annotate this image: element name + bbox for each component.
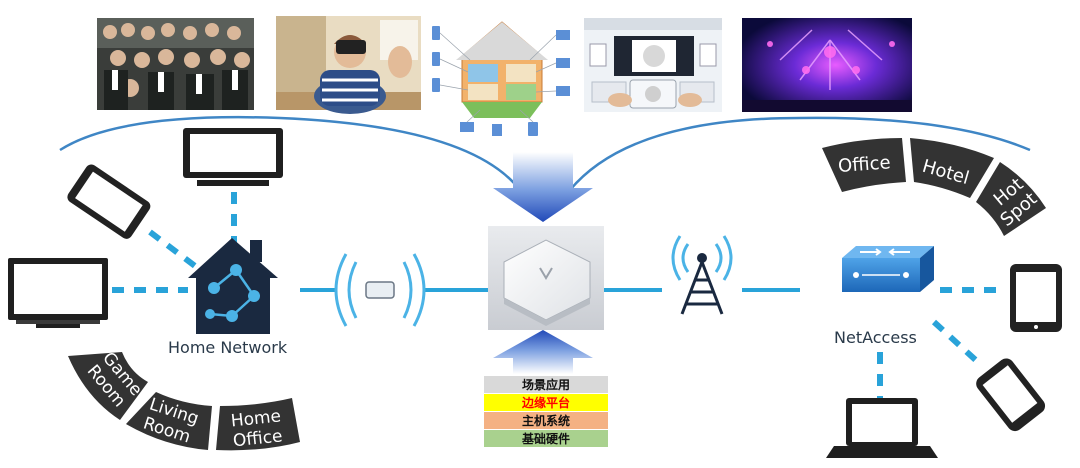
up-arrow-bottom <box>493 330 593 374</box>
stack-layer-label: 场景应用 <box>522 377 570 392</box>
down-arrow-top <box>493 152 593 222</box>
stack-layer-3 <box>484 430 608 447</box>
venue-segment-0 <box>822 138 906 192</box>
home-network-icon <box>188 238 278 334</box>
svg-text:Home Office: Home Office <box>230 406 289 452</box>
edge-gateway-device <box>488 226 604 330</box>
home-room-segment-0 <box>68 352 148 420</box>
net-access-label: NetAccess <box>834 328 917 347</box>
venue-segment-1 <box>910 138 994 198</box>
stack-layer-label: 边缘平台 <box>521 395 570 410</box>
cloud-arcs <box>59 115 1031 191</box>
smart-home-diagram <box>426 12 578 148</box>
home-network-label: Home Network <box>168 338 288 357</box>
router-icon <box>365 281 395 299</box>
vr-headset-photo <box>276 16 421 114</box>
cell-tower-icon <box>671 235 733 315</box>
venue-label: Office <box>837 152 891 177</box>
stack-layer-label: 主机系统 <box>522 413 570 428</box>
photo-strip <box>97 12 912 148</box>
group-photo <box>97 18 254 110</box>
stage-show-photo <box>742 18 912 112</box>
tablet-icon <box>67 164 151 239</box>
home-room-segment-2 <box>216 398 300 451</box>
stack-layer-1 <box>484 394 608 411</box>
desktop-icon <box>8 258 108 328</box>
classroom-photo <box>584 18 722 112</box>
smartphone-icon <box>976 358 1046 432</box>
laptop-icon <box>826 398 938 458</box>
stack-layer-2 <box>484 412 608 429</box>
wifi-router-icon <box>334 253 426 327</box>
home-rooms: Game Room Living Room Home Office <box>68 348 300 451</box>
stack-layer-0 <box>484 376 608 393</box>
venues: Office Hotel Hot Spot <box>822 138 1046 236</box>
svg-text:Office: Office <box>837 152 891 177</box>
network-switch-icon <box>842 246 934 292</box>
monitor-icon <box>183 128 283 186</box>
home-room-segment-1 <box>126 392 212 450</box>
venue-segment-2 <box>976 162 1046 236</box>
stack-layer-label: 基础硬件 <box>521 431 570 446</box>
tablet-icon <box>1010 264 1062 332</box>
home-room-label: Office <box>232 426 283 451</box>
dashed-links <box>112 192 1004 400</box>
